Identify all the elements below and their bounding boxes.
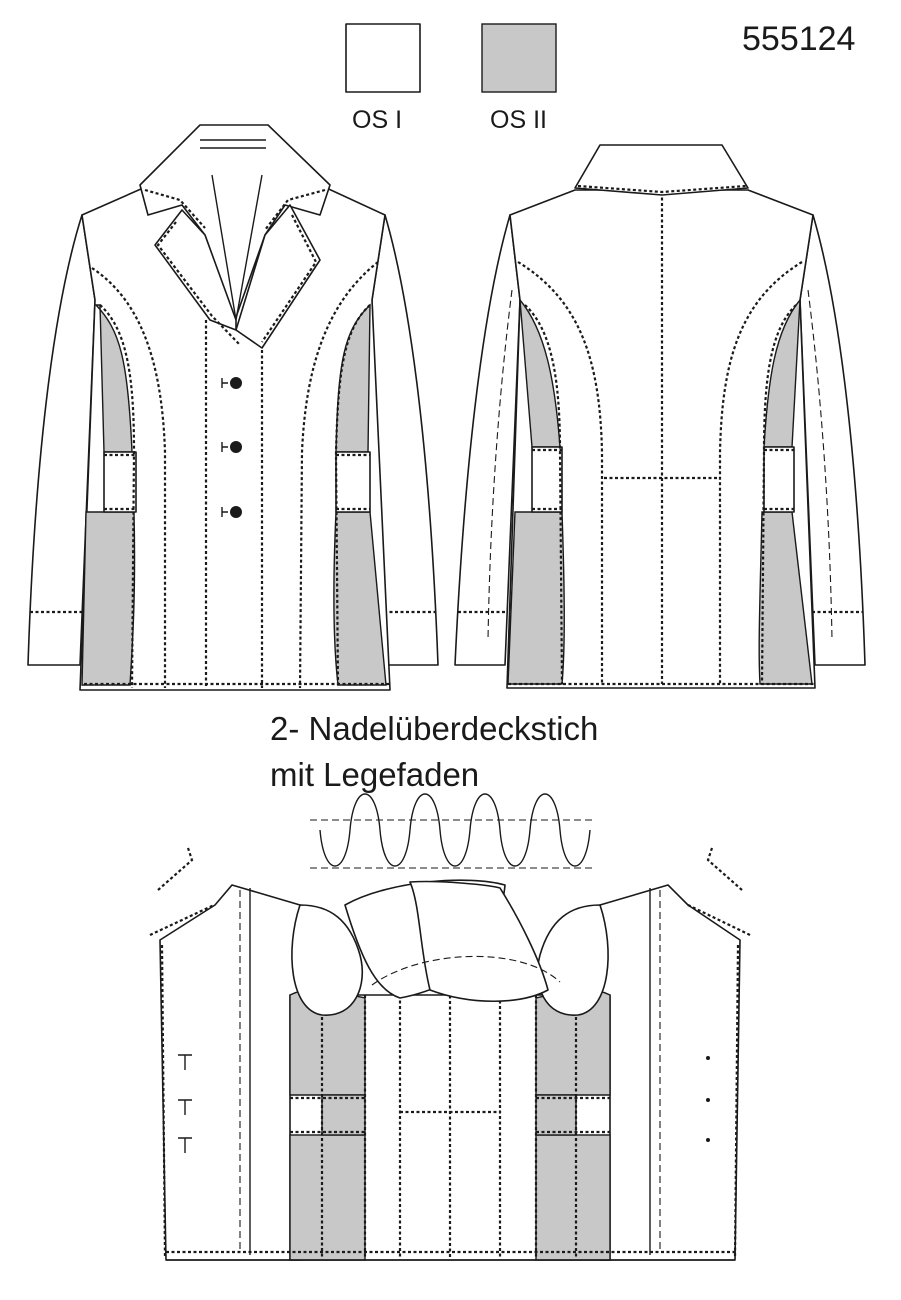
flat-right-sleeve-head [536,904,609,1016]
front-button-1 [230,377,242,389]
jacket-flat-pattern [149,847,751,1261]
legend-os2-swatch [481,23,557,93]
flat-left-sleeve-head [291,904,364,1016]
stitch-wave [319,793,591,867]
flat-collar-fold [409,880,549,1003]
jacket-front-view [27,124,439,691]
front-button-2 [230,441,242,453]
back-left-sleeve [454,214,521,666]
back-right-sleeve [799,214,866,666]
flat-right-front-piece [599,884,741,1261]
front-left-sleeve [27,214,96,666]
jacket-back-view [454,144,866,689]
model-number: 555124 [742,20,856,58]
stitch-detail [310,793,592,869]
stitch-caption-line2: mit Legefaden [270,756,480,793]
back-body [506,189,816,689]
front-button-3 [230,506,242,518]
front-body [79,184,391,691]
front-right-sleeve [371,214,439,666]
legend-os1-swatch [345,23,421,93]
back-collar [574,144,749,196]
front-left-side-panel-lower [81,511,136,686]
legend-os1-label: OS I [352,106,403,134]
flat-left-front-piece [159,884,301,1261]
front-right-lapel [235,204,321,349]
front-collar [139,124,331,321]
stitch-caption-line1: 2- Nadelüberdeckstich [270,710,599,747]
legend-os2-label: OS II [490,106,547,134]
